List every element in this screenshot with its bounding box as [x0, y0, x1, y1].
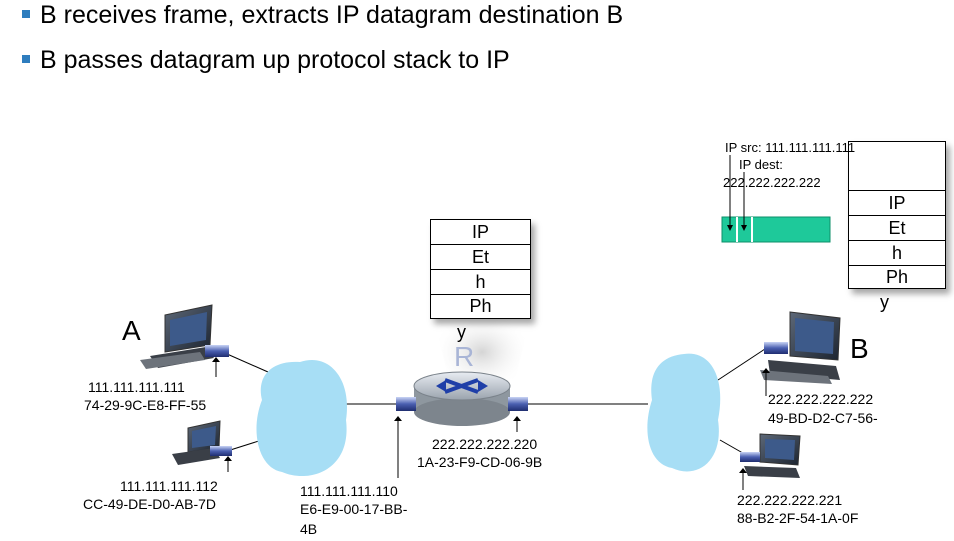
host-a-mac: 74-29-9C-E8-FF-55: [84, 397, 207, 413]
router-icon: [413, 371, 511, 426]
router-stack-overflow: y: [457, 322, 466, 342]
stack-cell: IP: [431, 220, 530, 245]
host-b2-mac: 88-B2-2F-54-1A-0F: [737, 510, 859, 526]
bullet-marker: [22, 10, 30, 18]
nic-a2: [210, 446, 232, 456]
link-host-b: [717, 346, 769, 381]
host-b-mac: 49-BD-D2-C7-56-: [768, 410, 878, 426]
nic-b: [764, 342, 788, 354]
stack-cell: Et: [431, 245, 530, 270]
subnet-cloud-right: [647, 353, 721, 472]
arrow-b: [762, 368, 770, 373]
frame-bar: [721, 216, 831, 243]
computer-icon-a: [140, 304, 214, 369]
router-right-ip: 222.222.222.220: [432, 436, 538, 452]
computer-icon-a2: [172, 420, 221, 465]
arrow-a2: [224, 456, 232, 461]
stack-cell: h: [431, 270, 530, 295]
bullet-2-text: B passes datagram up protocol stack to I…: [40, 46, 510, 74]
host-b-ip: 222.222.222.222: [768, 391, 874, 407]
nic-a: [205, 345, 229, 357]
ip-src-label: IP src: 111.111.111.111: [725, 140, 856, 155]
router-left-mac-line1: E6-E9-00-17-BB-: [300, 501, 408, 517]
router-left-mac-line2: 4B: [300, 521, 318, 537]
router-nic-right: [508, 397, 528, 411]
stack-cell: Ph: [469, 296, 492, 316]
nic-b2: [740, 452, 760, 462]
host-b2-ip: 222.222.222.221: [737, 492, 843, 508]
host-b-protocol-stack: IP Et h Ph: [848, 141, 946, 289]
router-nic-left: [396, 397, 416, 411]
router-label: R: [454, 341, 475, 372]
arrow-b2: [739, 468, 747, 473]
host-a2-ip: 111.111.111.112: [120, 478, 218, 494]
bullet-2: B passes datagram up protocol stack to I…: [22, 45, 510, 75]
subnet-cloud-left: [256, 359, 347, 477]
host-a-ip: 111.111.111.111: [88, 379, 185, 395]
host-a-label: A: [122, 315, 141, 346]
ip-dest-label: IP dest:: [739, 157, 783, 172]
computer-icon-b: [760, 311, 841, 384]
router-left-ip: 111.111.111.110: [300, 483, 398, 499]
arrow-router-left: [394, 416, 402, 421]
stack-cell: Et: [849, 216, 945, 241]
host-b-stack-overflow: y: [880, 292, 889, 312]
arrow-a: [212, 357, 220, 362]
arrow-router-right: [513, 416, 521, 421]
bullet-1: B receives frame, extracts IP datagram d…: [22, 0, 623, 30]
router-protocol-stack: IP Et h Ph: [430, 219, 531, 319]
stack-cell: h: [849, 241, 945, 266]
stack-cell-empty: [849, 142, 945, 191]
host-b-label: B: [850, 333, 869, 364]
stack-cell: Ph: [885, 267, 909, 287]
bullet-marker: [22, 55, 30, 63]
ip-dest-value: 222.222.222.222: [723, 175, 821, 190]
computer-icon-b2: [744, 433, 801, 478]
bullet-1-text: B receives frame, extracts IP datagram d…: [40, 1, 624, 29]
host-a2-mac: CC-49-DE-D0-AB-7D: [83, 496, 217, 512]
stack-cell: IP: [849, 191, 945, 216]
router-right-mac: 1A-23-F9-CD-06-9B: [417, 454, 543, 470]
